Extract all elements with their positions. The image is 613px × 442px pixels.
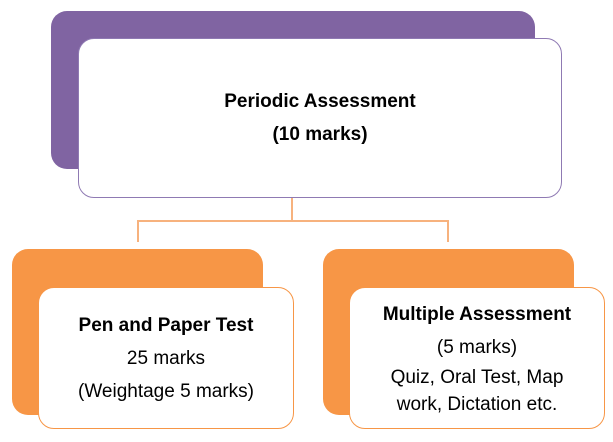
connector-right [447, 220, 449, 242]
connector-bar [137, 220, 449, 222]
child-line: work, Dictation etc. [396, 394, 558, 415]
root-node: Periodic Assessment (10 marks) [78, 38, 562, 198]
child-line: (5 marks) [436, 337, 518, 358]
child-node-pen-paper: Pen and Paper Test 25 marks (Weightage 5… [38, 287, 294, 429]
connector-left [137, 220, 139, 242]
root-title: Periodic Assessment [224, 91, 416, 112]
root-subtitle: (10 marks) [272, 124, 368, 145]
child-title: Pen and Paper Test [78, 314, 254, 336]
child-title: Multiple Assessment [382, 304, 572, 325]
connector-trunk [291, 198, 293, 221]
child-line: Quiz, Oral Test, Map [390, 367, 564, 388]
child-line: (Weightage 5 marks) [78, 380, 254, 402]
child-line: 25 marks [126, 347, 206, 369]
child-node-multiple: Multiple Assessment (5 marks) Quiz, Oral… [349, 287, 605, 429]
